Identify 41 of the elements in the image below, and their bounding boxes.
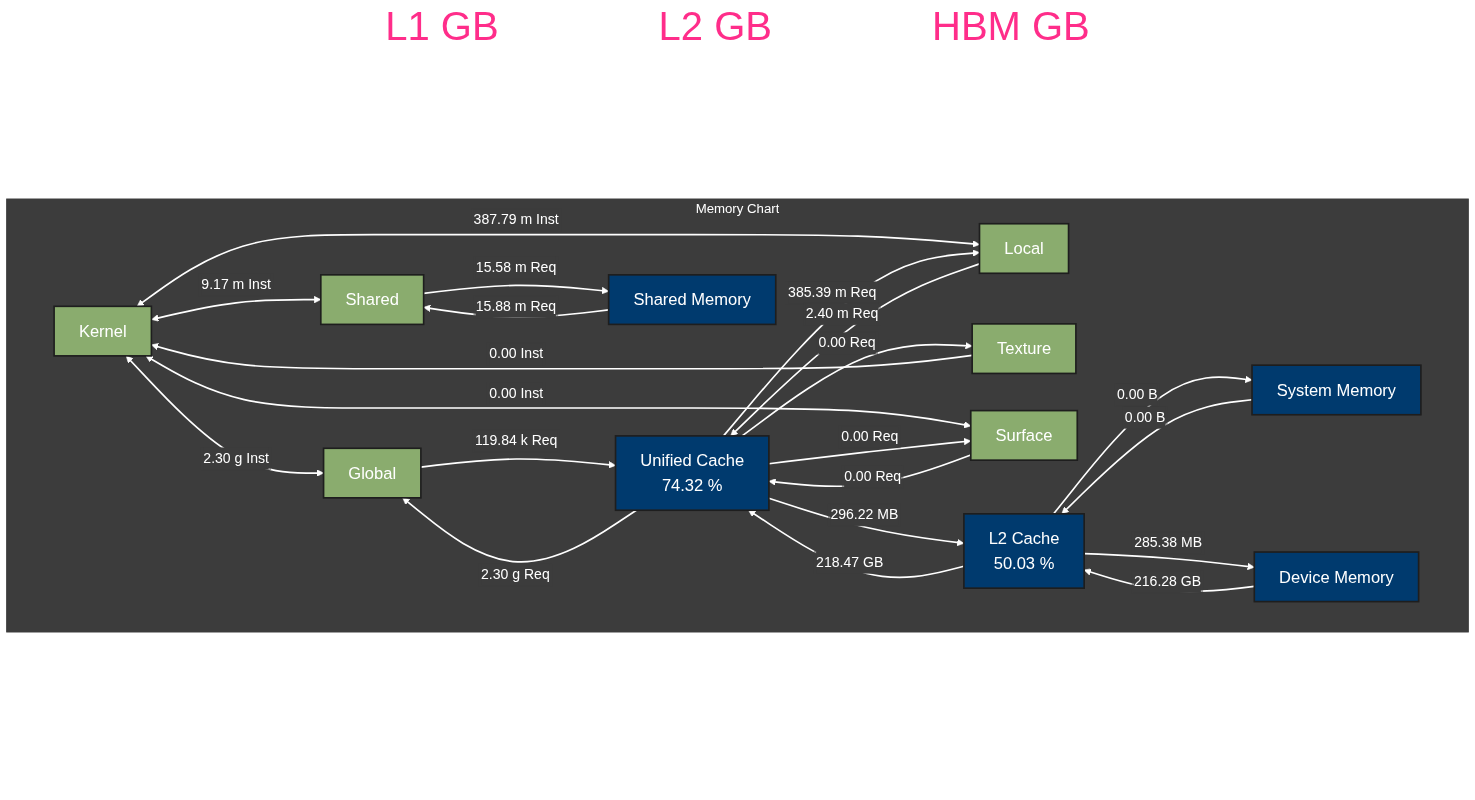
edge-label: 0.00 B [1124,409,1166,426]
node-box: Unified Cache 74.32 % [614,435,770,512]
arrow [136,233,980,307]
edge-label: 285.38 MB [1134,534,1203,551]
edge-label: 0.00 Req [844,468,902,485]
node-box: Shared Memory [607,274,777,326]
edge-label: 15.58 m Req [475,259,557,276]
arrow [420,458,616,469]
cache-level-label: HBM GB [932,4,1090,49]
node-box: Global [322,447,422,499]
arrow [741,342,973,437]
edge-label: 15.88 m Req [475,298,557,315]
edge-label: 0.00 Inst [489,346,544,362]
edge-label: 0.00 B [1116,386,1158,403]
arrow [151,343,973,370]
node-box: Shared [320,274,425,326]
edge-label: 2.40 m Req [805,305,879,322]
arrow [402,497,638,563]
edge-label: 2.30 g Inst [203,450,269,467]
edge-label: 119.84 k Req [474,432,558,449]
node-box: Texture [971,323,1077,375]
node-box: Local [978,222,1070,275]
edge-label: 0.00 Req [841,428,899,445]
edge-label: 2.30 g Req [481,566,550,583]
edge-label: 9.17 m Inst [201,276,271,293]
cache-level-label: L2 GB [658,4,772,49]
cache-level-label: L1 GB [385,4,499,49]
edge-label: 387.79 m Inst [473,211,559,228]
edge-label: 0.00 Inst [489,385,544,401]
node-box: Device Memory [1253,551,1420,603]
node-box: Kernel [53,305,153,357]
edge-label: 218.47 GB [816,554,884,570]
edge-label: 385.39 m Req [788,284,877,301]
node-box: System Memory [1251,364,1422,416]
edge-label: 296.22 MB [830,506,899,523]
edge-label: 0.00 Req [818,335,876,351]
arrow [1061,398,1253,515]
arrow [125,355,324,477]
node-box: L2 Cache 50.03 % [963,513,1085,589]
node-box: Surface [969,409,1079,461]
edge-label: 216.28 GB [1133,573,1202,590]
